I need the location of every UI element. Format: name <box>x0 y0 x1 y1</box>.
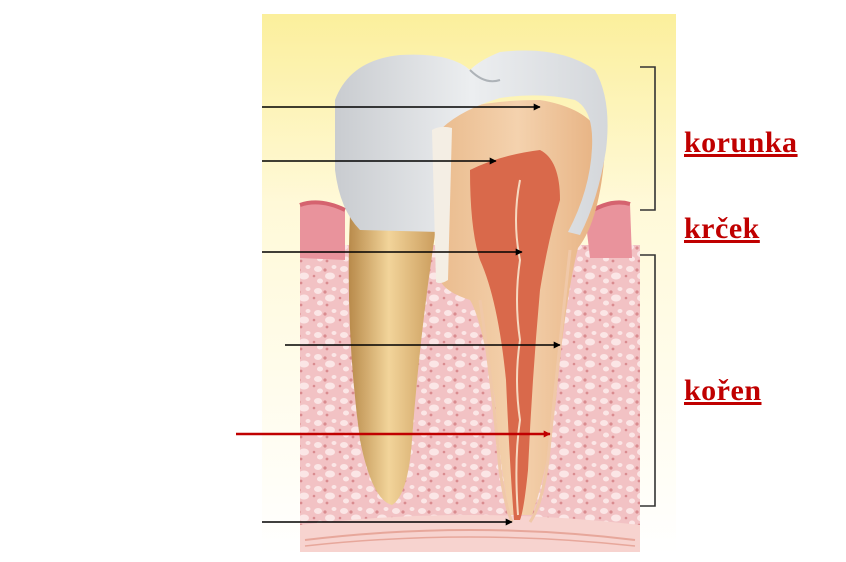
gum <box>299 200 632 260</box>
label-crown: korunka <box>684 126 798 159</box>
bracket-icon <box>640 254 656 507</box>
pulp <box>470 150 560 520</box>
root-canal-outline <box>478 299 514 523</box>
pointer-arrows <box>236 103 561 526</box>
tooth-root-exterior <box>348 215 438 505</box>
bracket-icon <box>640 66 656 211</box>
label-neck: krček <box>684 212 760 245</box>
enamel <box>335 50 608 235</box>
label-root: kořen <box>684 374 762 407</box>
pulp-nerve <box>515 179 522 516</box>
